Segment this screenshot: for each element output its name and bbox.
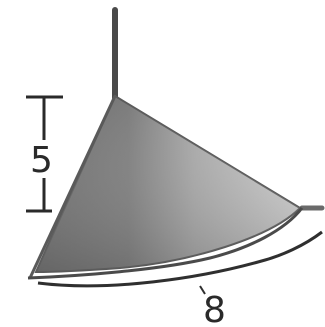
cone-surface-shading [36,96,300,272]
arc-length-label: 8 [203,290,226,327]
height-label: 5 [30,140,53,181]
arc-length-dimension [37,230,323,288]
cone-base-edge [27,207,304,280]
arc-label-leader [199,285,206,295]
cone-left-edge [28,95,117,279]
